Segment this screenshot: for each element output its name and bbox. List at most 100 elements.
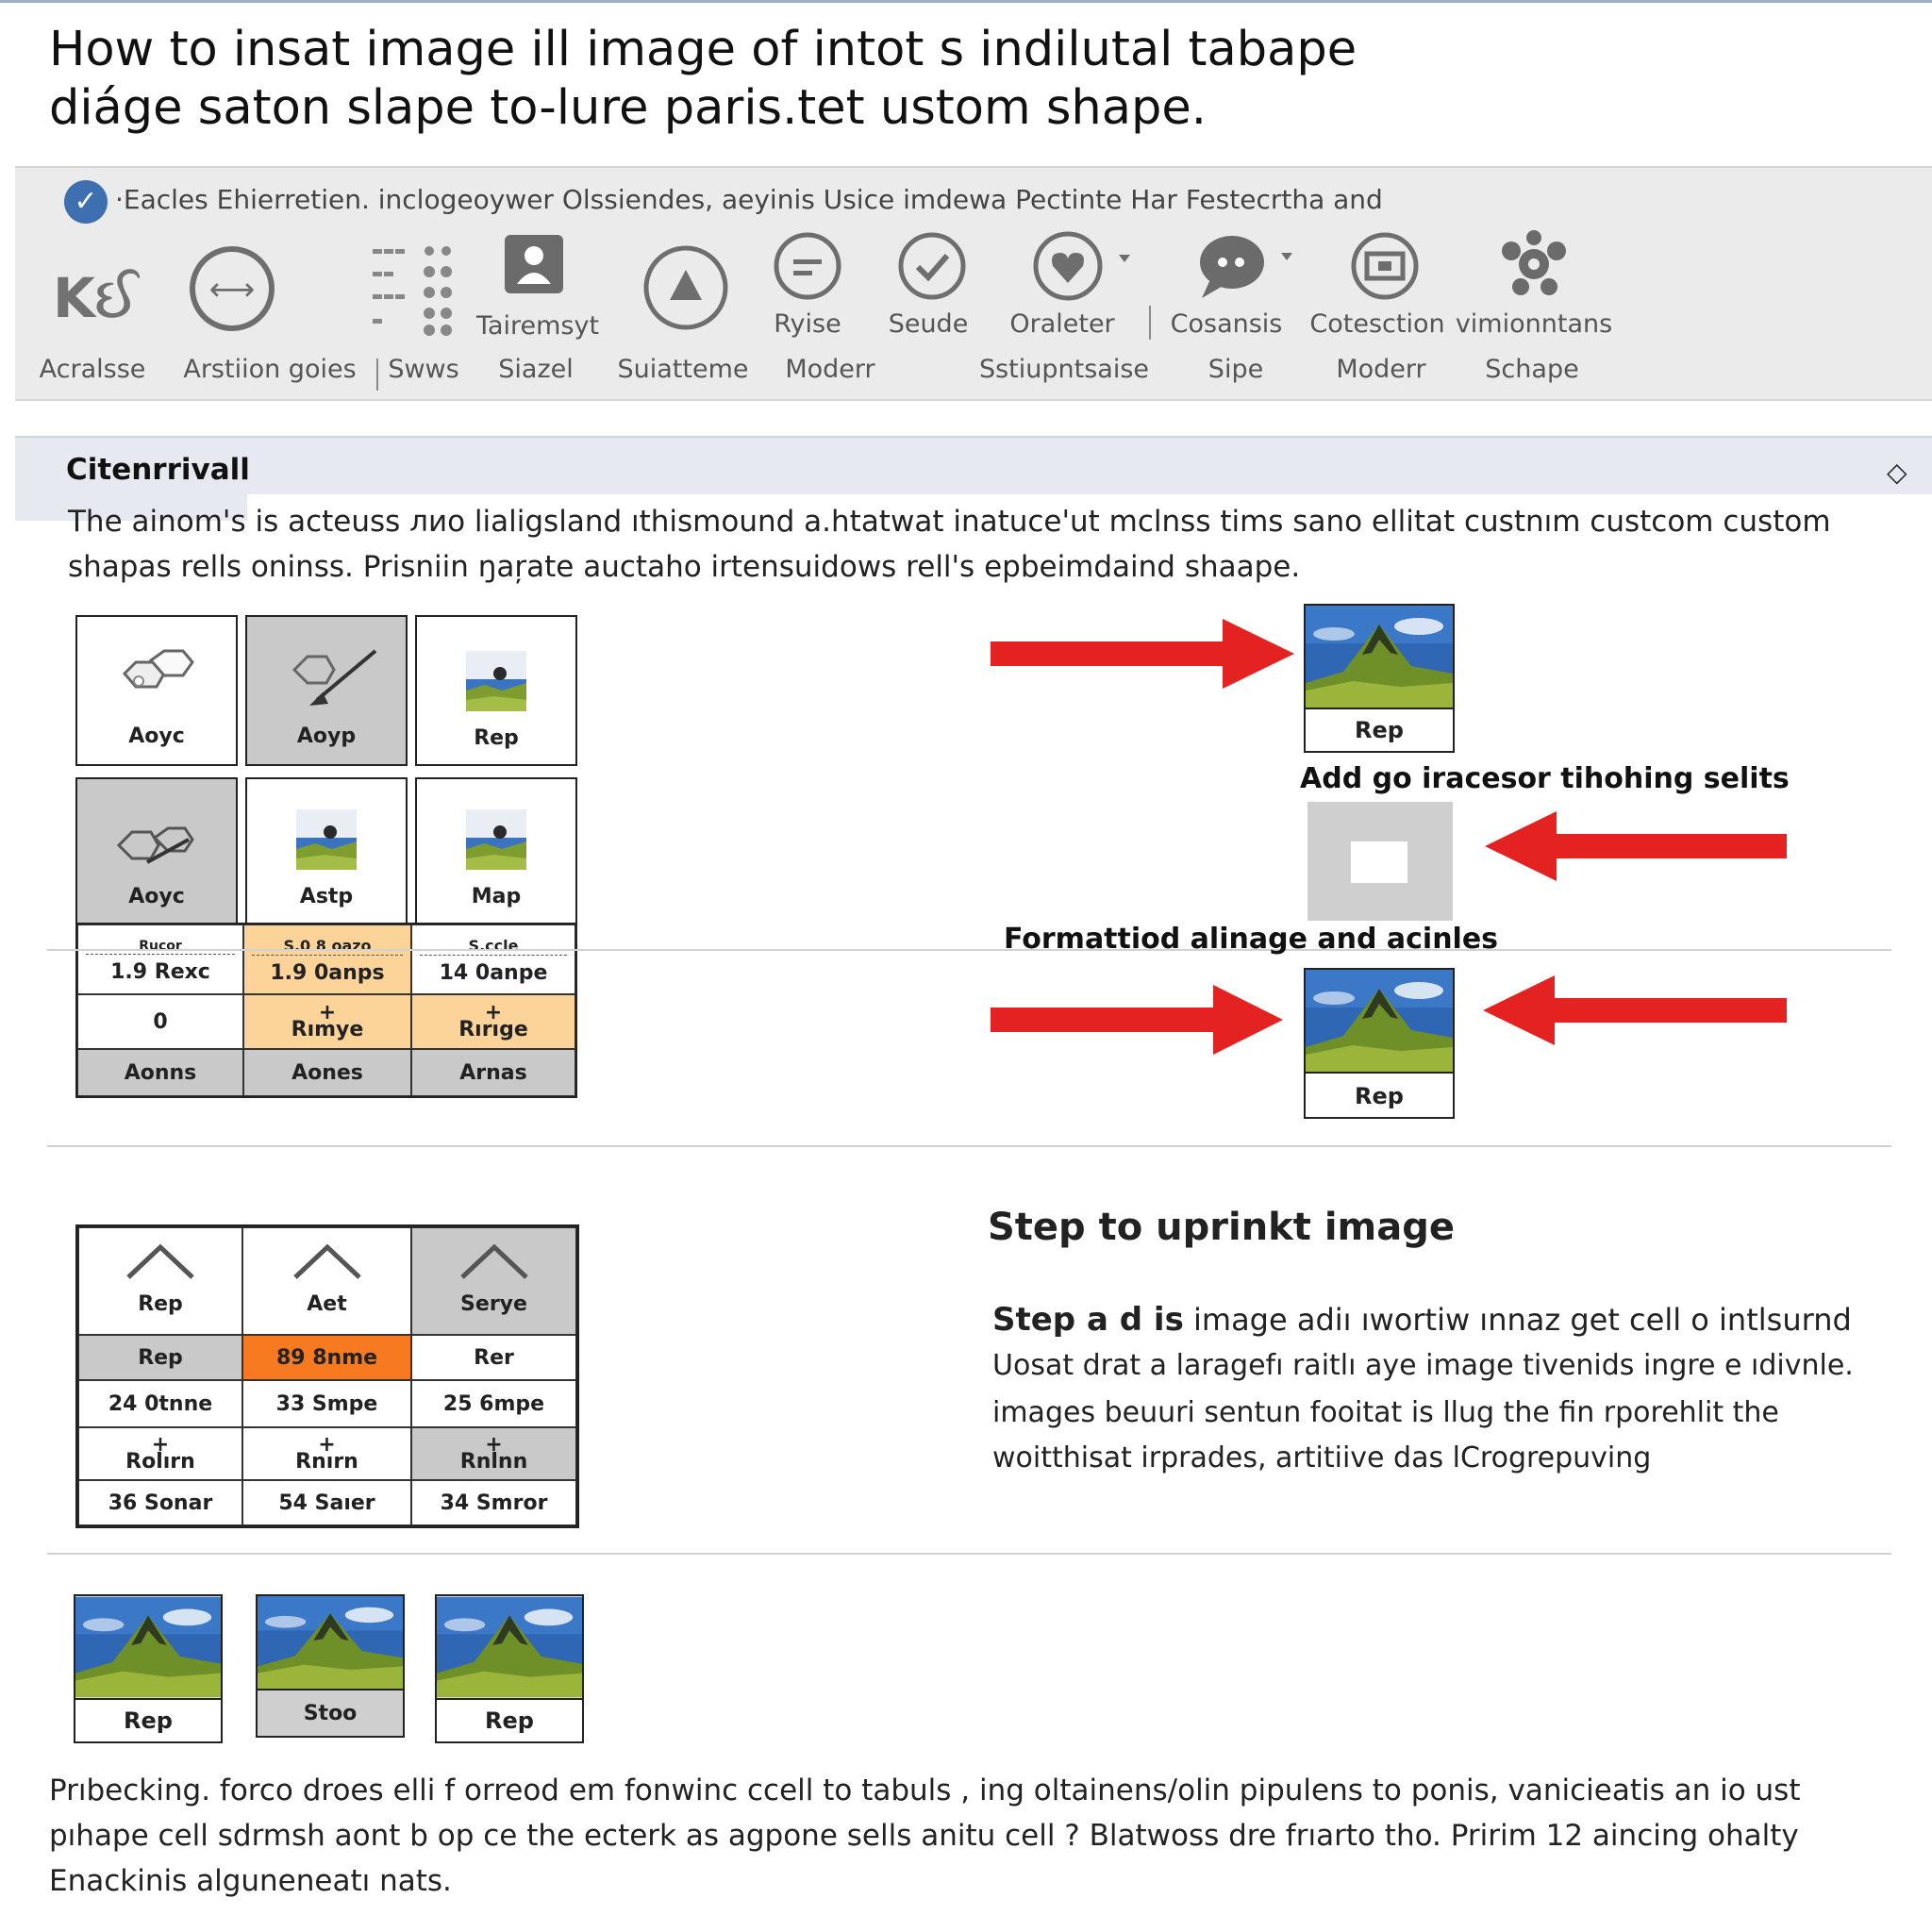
- page-title-line-2: diáge saton slape to-lure paris.tet usto…: [49, 80, 1207, 136]
- ribbon-label-tairemsyt[interactable]: Tairemsyt: [475, 311, 600, 341]
- table-cell[interactable]: + Rolırn: [78, 1427, 242, 1480]
- ribbon-label-schape[interactable]: Schape: [1485, 355, 1579, 384]
- grid-2-table: [75, 1224, 579, 1528]
- ribbon-label-ryise[interactable]: Ryise: [774, 309, 841, 339]
- table-cell[interactable]: S.0 8 oazo 1.9 0anps: [243, 924, 411, 994]
- lower-caption: Formattiod alinage and acinles: [1004, 923, 1499, 956]
- table-cell-superscript: Rucor: [86, 939, 235, 955]
- step-line-1: Step a d is image adiı ıwortiw ınnaz get…: [992, 1296, 1852, 1343]
- chat-bubble-icon[interactable]: [1187, 232, 1296, 302]
- swap-icon[interactable]: ⟷: [185, 242, 279, 336]
- ribbon-toolbar: [15, 166, 1932, 401]
- user-card-icon[interactable]: [502, 232, 566, 296]
- table-cell[interactable]: Arnas: [411, 1049, 575, 1096]
- bracket-logo-icon[interactable]: Kઈı: [49, 255, 142, 340]
- card-divider: [1306, 708, 1453, 709]
- table-cell-value: Rnırn: [295, 1450, 358, 1474]
- svg-text:Kઈı: Kઈı: [53, 266, 142, 330]
- chevron-up-icon: [459, 1243, 528, 1279]
- table-cell[interactable]: 24 0tnne: [78, 1380, 242, 1427]
- gear-cluster-icon[interactable]: [1498, 230, 1570, 296]
- placeholder-cell[interactable]: [1307, 802, 1453, 921]
- image-thumb-icon: [466, 809, 526, 870]
- table-cell[interactable]: + Rnlnn: [411, 1427, 576, 1480]
- image-result-card[interactable]: Rep: [1304, 604, 1455, 753]
- table-cell[interactable]: Rep: [78, 1335, 242, 1380]
- middle-caption: Add go iracesor tihohing selits: [1300, 762, 1790, 795]
- card-divider: [437, 1698, 582, 1700]
- ribbon-label-acralsse[interactable]: Acralsse: [39, 355, 146, 384]
- image-result-card[interactable]: Rep: [1304, 968, 1455, 1119]
- table-cell[interactable]: + Rımye: [243, 994, 411, 1049]
- table-cell[interactable]: Rer: [411, 1335, 576, 1380]
- table-cell[interactable]: 89 8nme: [242, 1335, 411, 1380]
- ribbon-label-sipe[interactable]: Sipe: [1208, 355, 1264, 384]
- arrow-left-icon: [1485, 811, 1787, 881]
- page-title: How to insat image ill image of intot s …: [49, 21, 1558, 138]
- table-cell[interactable]: Rucor 1.9 Rexc: [77, 924, 243, 994]
- ribbon-label-seude[interactable]: Seude: [888, 309, 969, 339]
- mountain-image: [75, 1596, 221, 1698]
- ribbon-label-vimionntans[interactable]: vimionntans: [1455, 309, 1613, 339]
- table-cell-superscript: S.0 8 oazo: [252, 937, 403, 956]
- table-cell-value: 1.9 0anps: [270, 961, 385, 985]
- plus-icon: +: [318, 1433, 336, 1457]
- grid-2-header-caption: Rep: [138, 1292, 183, 1316]
- table-cell[interactable]: 0: [77, 994, 243, 1049]
- ribbon-separator: [376, 358, 378, 391]
- ribbon-label-sstiupntsaise[interactable]: Sstiupntsaise: [978, 355, 1150, 384]
- table-cell[interactable]: S.ccle 14 0anpe: [411, 924, 575, 994]
- shape-cell[interactable]: Rep: [415, 615, 577, 766]
- shape-cell[interactable]: Map: [415, 777, 577, 924]
- footer-line-2: pıhape cell sdrmsh aont b op ce the ecte…: [49, 1819, 1799, 1853]
- grid-2-header-cell[interactable]: Rep: [78, 1227, 242, 1335]
- plus-icon: +: [318, 1001, 337, 1024]
- mountain-image: [1306, 606, 1453, 708]
- shape-cell[interactable]: Astp: [245, 777, 408, 924]
- table-cell-value: 14 0anpe: [439, 961, 548, 985]
- thumbnail-card[interactable]: Rep: [435, 1594, 584, 1743]
- table-cell[interactable]: Aonns: [77, 1049, 243, 1096]
- table-cell[interactable]: + Rırıge: [411, 994, 575, 1049]
- thumbnail-card[interactable]: Stoo: [256, 1594, 405, 1738]
- table-cell[interactable]: 25 6mpe: [411, 1380, 576, 1427]
- table-cell[interactable]: 33 Smpe: [242, 1380, 411, 1427]
- ribbon-label-siazel[interactable]: Siazel: [498, 355, 574, 384]
- thumbnail-card[interactable]: Rep: [74, 1594, 223, 1743]
- card-divider: [1306, 1072, 1453, 1074]
- table-cell[interactable]: + Rnırn: [242, 1427, 411, 1480]
- heart-circle-icon[interactable]: [1030, 228, 1134, 304]
- shape-cell[interactable]: Aoyc: [75, 777, 238, 924]
- table-cell[interactable]: Aones: [243, 1049, 411, 1096]
- dot-grid-icon[interactable]: [370, 243, 457, 338]
- top-border: [0, 0, 1932, 3]
- hexagon-arrow-icon: [116, 826, 194, 864]
- ribbon-label-suiatteme[interactable]: Suiatteme: [617, 355, 749, 384]
- grid-2-header-cell[interactable]: Aet: [242, 1227, 411, 1335]
- collapse-diamond-icon[interactable]: ◇: [1887, 457, 1907, 488]
- triangle-circle-icon[interactable]: [641, 243, 730, 332]
- ribbon-label-swws[interactable]: Swws: [388, 355, 459, 384]
- image-thumb-icon: [296, 809, 357, 870]
- table-cell[interactable]: 54 Saıer: [242, 1480, 411, 1525]
- check-circle-icon[interactable]: [896, 230, 968, 302]
- thumbnail-caption: Rep: [124, 1707, 173, 1734]
- ribbon-label-cotesction[interactable]: Cotesction: [1309, 309, 1445, 339]
- grid-2-header-caption: Aet: [307, 1292, 347, 1316]
- shape-cell[interactable]: Aoyc: [75, 615, 238, 766]
- ribbon-label-moderr-1[interactable]: Moderr: [785, 355, 875, 384]
- minus-circle-icon[interactable]: [772, 230, 843, 302]
- step-line-1-rest: image adiı ıwortiw ınnaz get cell o intl…: [1183, 1302, 1852, 1338]
- ribbon-label-cosansis[interactable]: Cosansis: [1170, 309, 1283, 339]
- table-cell[interactable]: 36 Sonar: [78, 1480, 242, 1525]
- ribbon-label-arstiion[interactable]: Arstiion goies: [183, 355, 357, 384]
- grid-2-header-cell[interactable]: Serye: [411, 1227, 576, 1335]
- ribbon-label-moderr-2[interactable]: Moderr: [1336, 355, 1426, 384]
- frame-icon[interactable]: [1349, 230, 1421, 302]
- card-divider: [75, 1698, 221, 1700]
- table-cell[interactable]: 34 Smror: [411, 1480, 576, 1525]
- ribbon-label-oraleter[interactable]: Oraleter: [1009, 309, 1115, 339]
- value-table: [75, 923, 577, 1098]
- shape-cell[interactable]: Aoyp: [245, 615, 408, 766]
- shape-cell-caption: Aoyc: [128, 885, 185, 908]
